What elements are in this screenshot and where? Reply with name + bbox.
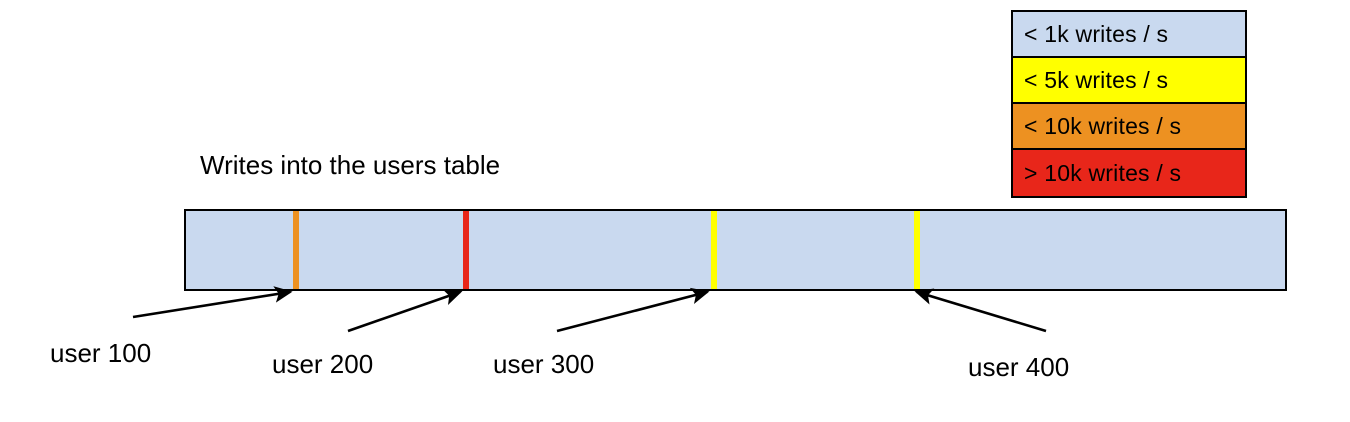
- user-200-arrow: [347, 289, 463, 333]
- user-400-mark: [914, 211, 920, 289]
- user-300-arrow: [556, 287, 710, 333]
- user-300-label: user 300: [493, 349, 595, 379]
- legend-row-over-10k: > 10k writes / s: [1013, 150, 1245, 196]
- user-100-label: user 100: [50, 338, 152, 368]
- legend-row-under-5k: < 5k writes / s: [1013, 58, 1245, 104]
- legend-label-under-10k: < 10k writes / s: [1024, 112, 1182, 139]
- legend-label-under-1k: < 1k writes / s: [1024, 20, 1169, 47]
- user-400-arrow: [914, 288, 1047, 333]
- user-100-arrow: [132, 286, 293, 319]
- chart-title: Writes into the users table: [200, 150, 501, 180]
- legend-row-under-10k: < 10k writes / s: [1013, 104, 1245, 150]
- user-200-mark: [463, 211, 469, 289]
- legend: < 1k writes / s < 5k writes / s < 10k wr…: [1011, 10, 1247, 198]
- user-100-mark: [293, 211, 299, 289]
- user-400-label: user 400: [968, 352, 1070, 382]
- user-200-label: user 200: [272, 349, 374, 379]
- legend-label-under-5k: < 5k writes / s: [1024, 66, 1169, 93]
- user-300-mark: [711, 211, 717, 289]
- legend-label-over-10k: > 10k writes / s: [1024, 159, 1182, 186]
- legend-row-under-1k: < 1k writes / s: [1013, 12, 1245, 58]
- users-table-bar: [184, 209, 1287, 291]
